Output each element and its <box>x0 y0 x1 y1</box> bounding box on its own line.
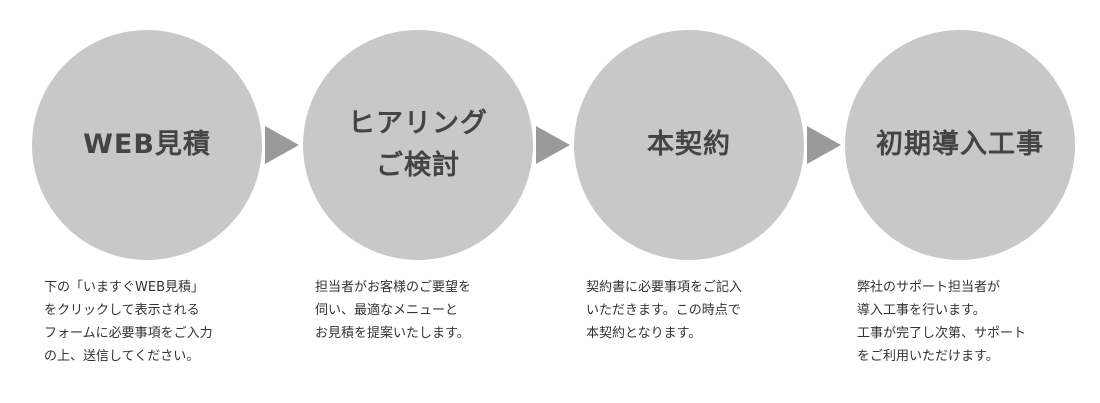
arrow-right-icon <box>807 126 841 164</box>
step-description: 契約書に必要事項をご記入 いただきます。この時点で 本契約となります。 <box>586 276 802 345</box>
step-circle: 本契約 <box>574 30 804 260</box>
step-description-line: 下の「いますぐWEB見積」 <box>44 280 204 295</box>
step-title: ご検討 <box>376 150 460 181</box>
step-description-line: お見積を提案いたします。 <box>315 326 470 341</box>
arrow-right-icon <box>536 126 570 164</box>
step-description-line: の上、送信してください。 <box>44 349 200 364</box>
step-initial-installation: 初期導入工事 弊社のサポート担当者が 導入工事を行います。 工事が完了し次第、サ… <box>845 0 1075 403</box>
step-contract: 本契約 契約書に必要事項をご記入 いただきます。この時点で 本契約となります。 <box>574 0 804 403</box>
step-circle: 初期導入工事 <box>845 30 1075 260</box>
step-title: WEB見積 <box>83 129 211 160</box>
step-description-line: をご利用いただけます。 <box>857 349 999 364</box>
step-description-line: 本契約となります。 <box>586 326 702 341</box>
arrow-right-icon <box>265 126 299 164</box>
step-description: 弊社のサポート担当者が 導入工事を行います。 工事が完了し次第、サポート をご利… <box>857 276 1073 368</box>
step-description-line: 契約書に必要事項をご記入 <box>586 280 743 295</box>
step-circle: ヒアリング ご検討 <box>303 30 533 260</box>
step-description-line: フォームに必要事項をご入力 <box>44 326 213 341</box>
step-description-line: 担当者がお客様のご要望を <box>315 280 472 295</box>
step-title: 初期導入工事 <box>876 129 1044 160</box>
step-description-line: 工事が完了し次第、サポート <box>857 326 1027 341</box>
step-title: ヒアリング <box>348 108 488 139</box>
step-description-line: いただきます。この時点で <box>586 303 741 318</box>
step-description: 担当者がお客様のご要望を 伺い、最適なメニューと お見積を提案いたします。 <box>315 276 531 345</box>
step-description-line: 弊社のサポート担当者が <box>857 280 1001 295</box>
step-description-line: をクリックして表示される <box>44 303 200 318</box>
step-description-line: 導入工事を行います。 <box>857 303 986 318</box>
step-description: 下の「いますぐWEB見積」 をクリックして表示される フォームに必要事項をご入力… <box>44 276 260 368</box>
step-circle: WEB見積 <box>32 30 262 260</box>
step-web-estimate: WEB見積 下の「いますぐWEB見積」 をクリックして表示される フォームに必要… <box>32 0 262 403</box>
step-description-line: 伺い、最適なメニューと <box>315 303 459 318</box>
step-title: 本契約 <box>647 129 731 160</box>
step-hearing: ヒアリング ご検討 担当者がお客様のご要望を 伺い、最適なメニューと お見積を提… <box>303 0 533 403</box>
